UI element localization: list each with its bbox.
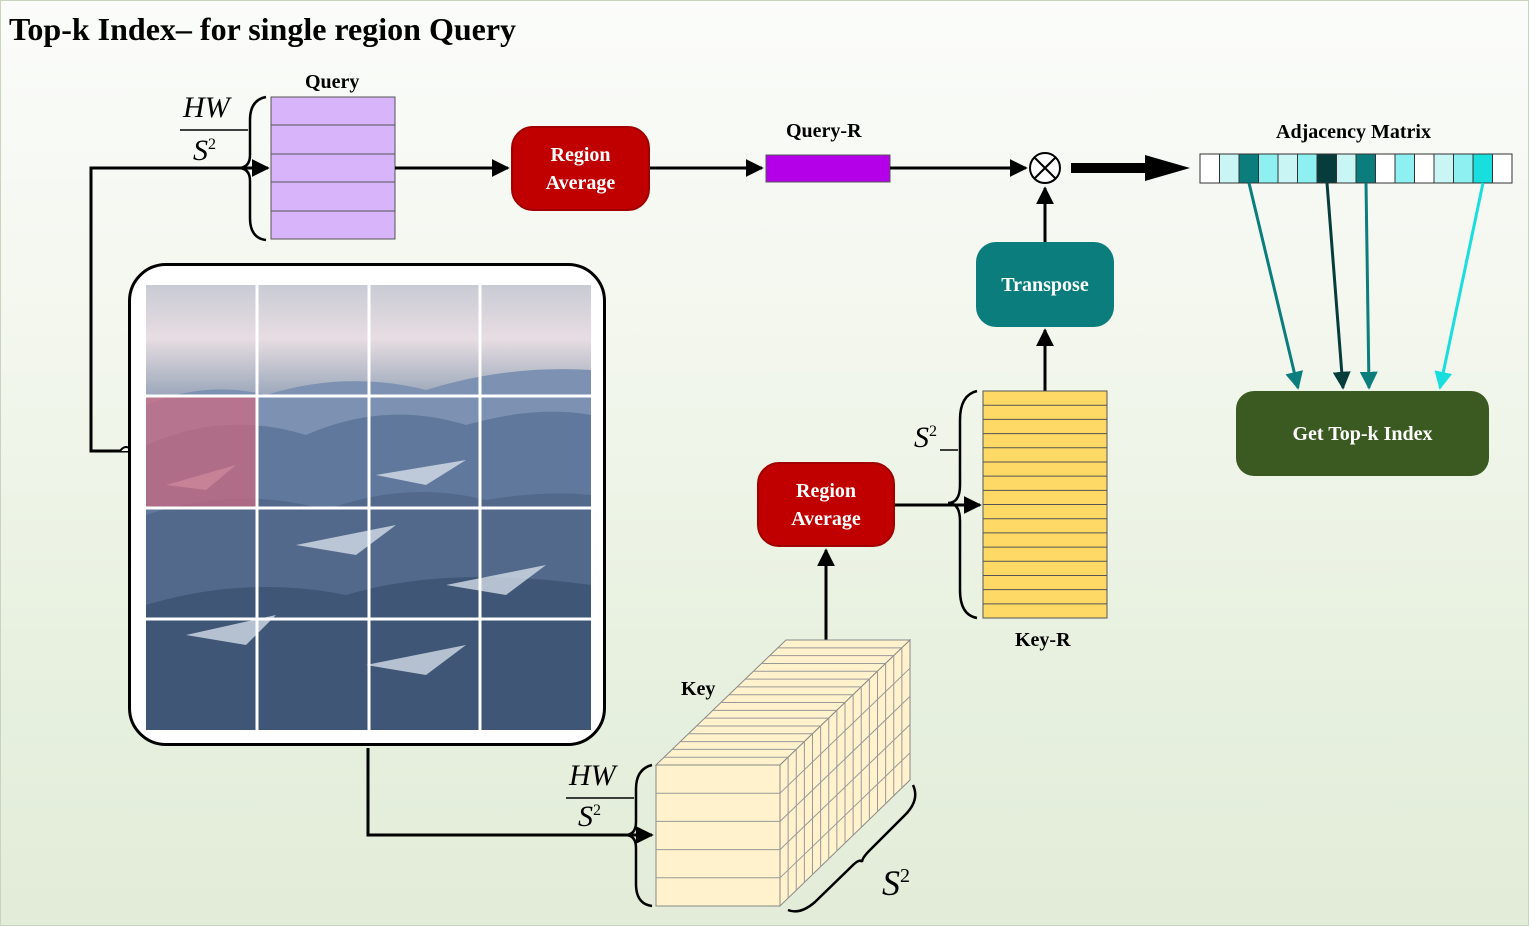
key-side-row-line <box>779 667 911 794</box>
key-label: Key <box>681 678 716 700</box>
adjacency-cell <box>1219 153 1240 184</box>
image-to-query-line <box>89 159 270 453</box>
key-r-s-label: S2 <box>914 421 937 454</box>
key-depth-brace <box>787 784 917 913</box>
query-r-bar <box>765 154 891 183</box>
key-side-row-line <box>779 752 911 879</box>
adjacency-cell <box>1258 153 1279 184</box>
adj-arrow-3 <box>1359 182 1378 390</box>
big-arrow-icon <box>1071 155 1190 181</box>
key-r-brace <box>947 389 978 620</box>
adjacency-cell <box>1316 153 1337 184</box>
adjacency-cell <box>1394 153 1415 184</box>
adjacency-cell <box>1238 153 1259 184</box>
adjacency-cell <box>1199 153 1220 184</box>
region-average-top-box: Region Average <box>511 126 650 211</box>
key-block <box>654 638 912 908</box>
key-r-label: Key-R <box>1015 629 1071 651</box>
adj-arrow-4 <box>1434 182 1485 390</box>
adj-arrow-2 <box>1325 182 1351 390</box>
adjacency-cell <box>1472 153 1493 184</box>
adjacency-matrix-label: Adjacency Matrix <box>1276 121 1431 143</box>
query-label: Query <box>305 71 360 93</box>
image-to-key-line <box>366 748 654 844</box>
get-topk-index-box: Get Top-k Index <box>1236 391 1489 476</box>
adj-arrow-1 <box>1247 182 1303 390</box>
adjacency-matrix <box>1199 153 1513 184</box>
adjacency-cell <box>1297 153 1318 184</box>
query-r-label: Query-R <box>786 120 862 142</box>
adjacency-cell <box>1336 153 1357 184</box>
multiply-icon <box>1029 152 1061 184</box>
adjacency-cell <box>1453 153 1474 184</box>
query-block <box>270 96 396 240</box>
transpose-box: Transpose <box>976 242 1114 327</box>
region-average-bottom-box: Region Average <box>757 462 895 547</box>
adjacency-cell <box>1414 153 1435 184</box>
key-side-row-line <box>779 724 911 850</box>
adjacency-cell <box>1375 153 1396 184</box>
landscape-image <box>146 285 591 730</box>
adjacency-cell <box>1433 153 1454 184</box>
query-s-denominator: S2 <box>193 134 216 167</box>
diagram-title: Top-k Index– for single region Query <box>9 11 517 47</box>
adjacency-cell <box>1355 153 1376 184</box>
key-r-block <box>982 390 1108 619</box>
adjacency-cell <box>1492 153 1513 184</box>
adjacency-cell <box>1277 153 1298 184</box>
key-s-denominator: S2 <box>578 800 601 833</box>
key-depth-s-label: S2 <box>882 863 910 903</box>
key-hw-numerator: HW <box>569 759 616 792</box>
key-side-row-line <box>779 696 911 822</box>
key-left-brace <box>624 763 653 908</box>
query-hw-numerator: HW <box>183 91 230 124</box>
